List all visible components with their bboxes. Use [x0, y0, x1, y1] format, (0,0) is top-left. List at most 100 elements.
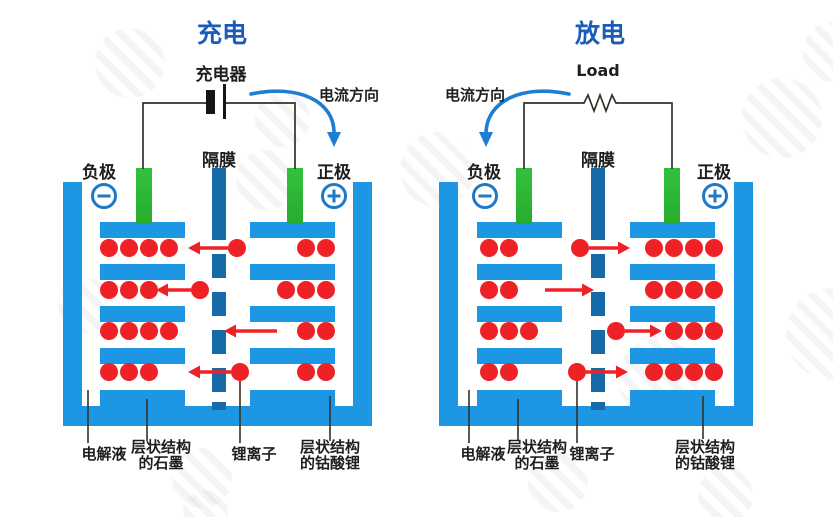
lithium-ion-dot [705, 363, 723, 381]
cobalt-oxide-layer-bar [630, 222, 715, 238]
lithium-ion-dot [665, 281, 683, 299]
lithium-ion-dot [480, 239, 498, 257]
lithium-ion-dot [685, 322, 703, 340]
cobalt-oxide-label: 层状结构 的钴酸锂 [675, 439, 735, 471]
watermark-logo [742, 78, 822, 158]
current-direction-arrowhead [327, 132, 341, 147]
load-label: Load [576, 61, 620, 80]
separator-segment [212, 168, 226, 240]
electrode-tab [136, 168, 152, 224]
charging-title: 充电 [196, 19, 247, 48]
watermark-logo [95, 28, 165, 98]
minus-sign-icon [478, 194, 492, 198]
lithium-ion-dot [297, 239, 315, 257]
lithium-ion-dot [705, 239, 723, 257]
lithium-ion-dot [500, 322, 518, 340]
separator-segment [212, 330, 226, 354]
lithium-ion-dot [297, 322, 315, 340]
lithium-ion-dot [317, 363, 335, 381]
lithium-ion-dot [140, 281, 158, 299]
resistor-symbol [578, 92, 621, 114]
lithium-ion-dot [500, 239, 518, 257]
label-line1: 层状结构 [506, 438, 568, 456]
cobalt-oxide-layer-bar [250, 222, 335, 238]
lithium-ion-dot [277, 281, 295, 299]
cobalt-oxide-layer-bar [250, 348, 335, 364]
lithium-ion-label: 锂离子 [569, 446, 614, 462]
graphite-layer-bar [100, 264, 185, 280]
lithium-ion-dot [705, 322, 723, 340]
lithium-ion-dot [685, 239, 703, 257]
lithium-ion-dot [120, 322, 138, 340]
separator-segment [591, 330, 605, 354]
separator-segment [591, 402, 605, 410]
lithium-ion-dot [500, 281, 518, 299]
cobalt-oxide-layer-bar [250, 264, 335, 280]
lithium-ion-dot [100, 239, 118, 257]
graphite-layer-bar [100, 348, 185, 364]
lithium-ion-dot [705, 281, 723, 299]
watermark-logo [400, 132, 475, 207]
label-line2: 的石墨 [514, 454, 560, 472]
separator-segment [212, 368, 226, 392]
electrode-tab [287, 168, 303, 224]
graphite-label: 层状结构 的石墨 [131, 439, 191, 471]
label-line2: 的钴酸锂 [674, 454, 736, 472]
lithium-ion-dot [685, 363, 703, 381]
current-direction-label: 电流方向 [444, 86, 505, 104]
lithium-ion-dot [665, 363, 683, 381]
discharging-title: 放电 [574, 19, 625, 48]
cobalt-oxide-layer-bar [630, 264, 715, 280]
separator-label: 隔膜 [581, 151, 615, 171]
cobalt-oxide-layer-bar [630, 390, 715, 406]
lithium-ion-dot [645, 363, 663, 381]
lithium-ion-dot [297, 363, 315, 381]
lithium-ion-dot [645, 239, 663, 257]
circuit-wire [621, 102, 673, 169]
separator-segment [212, 402, 226, 410]
lithium-ion-dot [480, 363, 498, 381]
minus-sign-icon [97, 194, 111, 198]
lithium-ion-dot [480, 281, 498, 299]
lithium-ion-dot [120, 239, 138, 257]
watermark-logo [255, 92, 310, 147]
lithium-ion-label: 锂离子 [231, 446, 276, 462]
positive-terminal-icon [702, 183, 728, 209]
negative-terminal-icon [472, 183, 498, 209]
graphite-layer-bar [100, 390, 185, 406]
circuit-wire [523, 102, 578, 169]
battery-symbol [223, 84, 226, 119]
cobalt-oxide-label: 层状结构 的钴酸锂 [300, 439, 360, 471]
lithium-ion-dot [100, 281, 118, 299]
lithium-ion-dot [120, 281, 138, 299]
graphite-layer-bar [100, 306, 185, 322]
cobalt-oxide-layer-bar [250, 390, 335, 406]
separator-segment [591, 254, 605, 278]
lithium-ion-dot [100, 322, 118, 340]
positive-electrode-label: 正极 [697, 163, 731, 183]
graphite-layer-bar [477, 348, 562, 364]
negative-electrode-label: 负极 [467, 163, 501, 183]
graphite-layer-bar [477, 306, 562, 322]
lithium-ion-dot [317, 239, 335, 257]
current-direction-label: 电流方向 [318, 86, 379, 104]
current-direction-arrowhead [479, 132, 493, 147]
lithium-ion-dot [520, 322, 538, 340]
lithium-ion-dot [297, 281, 315, 299]
electrolyte-container-charging [63, 182, 372, 426]
label-line1: 锂离子 [569, 445, 615, 463]
lithium-ion-dot [685, 281, 703, 299]
lithium-ion-dot [480, 322, 498, 340]
lithium-ion-dot [100, 363, 118, 381]
watermark-logo [786, 288, 833, 380]
graphite-layer-bar [477, 222, 562, 238]
graphite-layer-bar [477, 264, 562, 280]
watermark-logo [698, 468, 753, 517]
lithium-ion-dot [500, 363, 518, 381]
separator-segment [591, 292, 605, 316]
separator-segment [591, 168, 605, 240]
lithium-ion-dot [140, 322, 158, 340]
positive-electrode-label: 正极 [317, 163, 351, 183]
separator-segment [212, 292, 226, 316]
